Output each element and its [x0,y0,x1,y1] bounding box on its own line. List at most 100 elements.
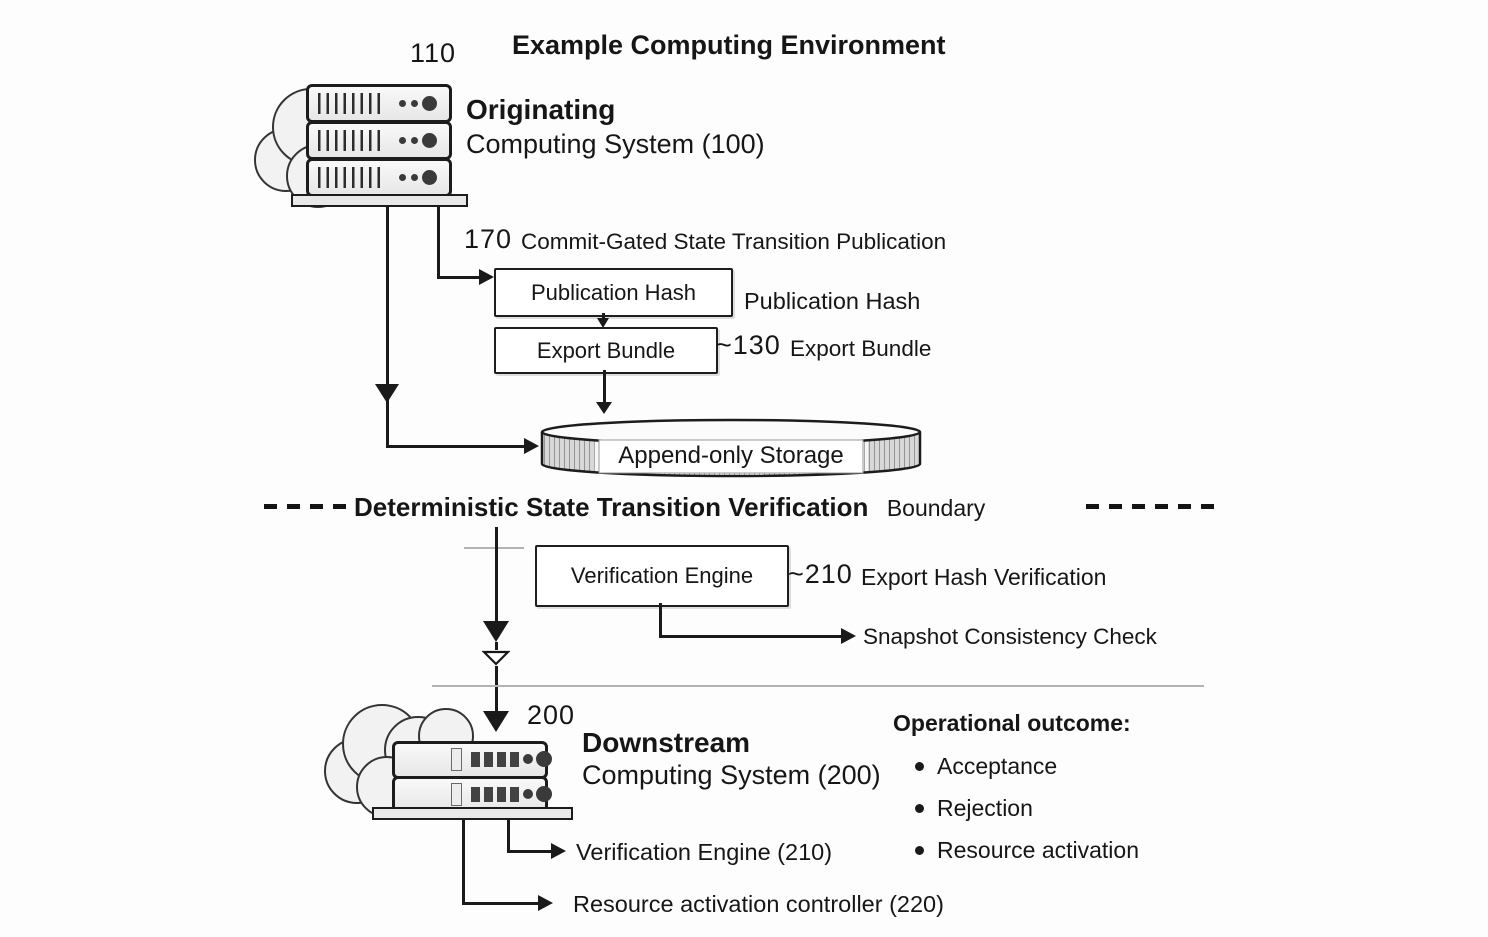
ref-130: ~130 [716,330,781,360]
down-arrowhead-icon [375,384,399,403]
bullet-icon [915,804,924,813]
server-platform [372,807,573,820]
publication-hash-side-label: Publication Hash [744,288,921,314]
server-led [523,754,533,764]
connector-line-publication [437,205,440,278]
connector-line-resource-controller [462,902,540,905]
server-drive [497,787,506,802]
server-power-button [536,751,552,767]
boundary-label: Deterministic State Transition Verificat… [354,492,985,523]
server-led [411,137,418,144]
publication-caption: Commit-Gated State Transition Publicatio… [521,229,947,254]
server-slot [451,748,462,771]
connector-line-storage [386,205,389,446]
server-unit [392,741,552,779]
server-led [399,137,406,144]
outcome-item: Acceptance [915,753,1057,780]
outcome-item: Resource activation [915,837,1139,864]
right-arrowhead-icon [479,269,494,285]
server-led [399,100,406,107]
server-led [411,100,418,107]
server-power-button [422,96,437,111]
down-arrowhead-icon [483,621,509,642]
outcomes-title: Operational outcome: [893,710,1131,736]
server-power-button [536,786,552,802]
export-bundle-side-label: Export Bundle [790,336,932,361]
down-arrowhead-icon [596,402,612,414]
server-slot [451,783,462,806]
connector-line-snapshot [659,635,843,638]
connector-line-snapshot [659,603,662,637]
server-drive [471,787,480,802]
right-arrowhead-icon [551,843,566,859]
server-power-button [422,170,437,185]
connector-line-storage [386,445,526,448]
boundary-dashes-right [1086,504,1216,509]
figure-title: Example Computing Environment [512,30,946,60]
publication-hash-box-label: Publication Hash [530,279,697,305]
server-power-button [422,133,437,148]
outcome-item: Rejection [915,795,1033,822]
right-arrowhead-icon [524,438,539,454]
connector-line-verification-engine [507,850,553,853]
server-led [399,174,406,181]
storage-cylinder-icon: Append-only Storage [537,415,925,481]
connector-line-resource-controller [462,818,465,904]
server-drive [497,752,506,767]
downstream-subtitle: Computing System (200) [582,760,881,790]
outcome-label: Rejection [937,795,1033,821]
export-bundle-box-label: Export Bundle [536,337,676,363]
connector-line-hash-to-bundle [602,313,605,319]
server-unit [306,158,452,197]
server-drive [471,752,480,767]
server-drive [484,752,493,767]
resource-controller-callout: Resource activation controller (220) [573,891,944,917]
outcome-label: Resource activation [937,837,1139,863]
main-flow-line [495,666,498,713]
originating-title: Originating [466,94,616,125]
connector-line-bundle-to-storage [603,370,606,403]
right-arrowhead-icon [841,628,856,644]
originating-subtitle: Computing System (100) [466,129,765,159]
server-unit [306,84,452,123]
boundary-cross-tick [464,547,524,549]
section-rule [432,685,1204,687]
server-platform [291,194,468,207]
down-arrowhead-icon [597,318,609,328]
bullet-icon [915,762,924,771]
ref-210: ~210 [788,559,853,589]
verification-engine-box-label: Verification Engine [570,563,754,588]
publication-hash-box: Publication Hash [494,268,733,317]
ref-200: 200 [527,700,576,730]
snapshot-consistency-label: Snapshot Consistency Check [863,624,1157,649]
storage-label: Append-only Storage [618,442,844,469]
main-flow-line [495,642,498,650]
verification-engine-callout: Verification Engine (210) [576,839,833,865]
server-led [411,174,418,181]
server-unit [306,121,452,160]
ref-110: 110 [410,38,457,68]
server-vent [318,167,386,188]
down-arrowhead-icon [483,711,509,732]
boundary-suffix: Boundary [886,495,986,521]
main-flow-line [495,527,498,623]
server-drive [510,787,519,802]
connector-line-verification-engine [507,818,510,852]
server-drive [484,787,493,802]
boundary-title: Deterministic State Transition Verificat… [354,492,869,522]
server-drive [510,752,519,767]
downstream-title: Downstream [582,727,751,758]
server-vent [318,93,386,114]
right-arrowhead-icon [538,895,553,911]
outcome-label: Acceptance [937,753,1058,779]
server-led [523,789,533,799]
open-arrowhead-icon [482,650,510,666]
boundary-dashes-left [264,504,346,509]
ref-170: 170 [464,224,513,254]
export-hash-verification-label: Export Hash Verification [861,564,1107,590]
connector-line-publication [437,276,481,279]
bullet-icon [915,846,924,855]
server-vent [318,130,386,151]
verification-engine-box: Verification Engine [535,545,789,607]
